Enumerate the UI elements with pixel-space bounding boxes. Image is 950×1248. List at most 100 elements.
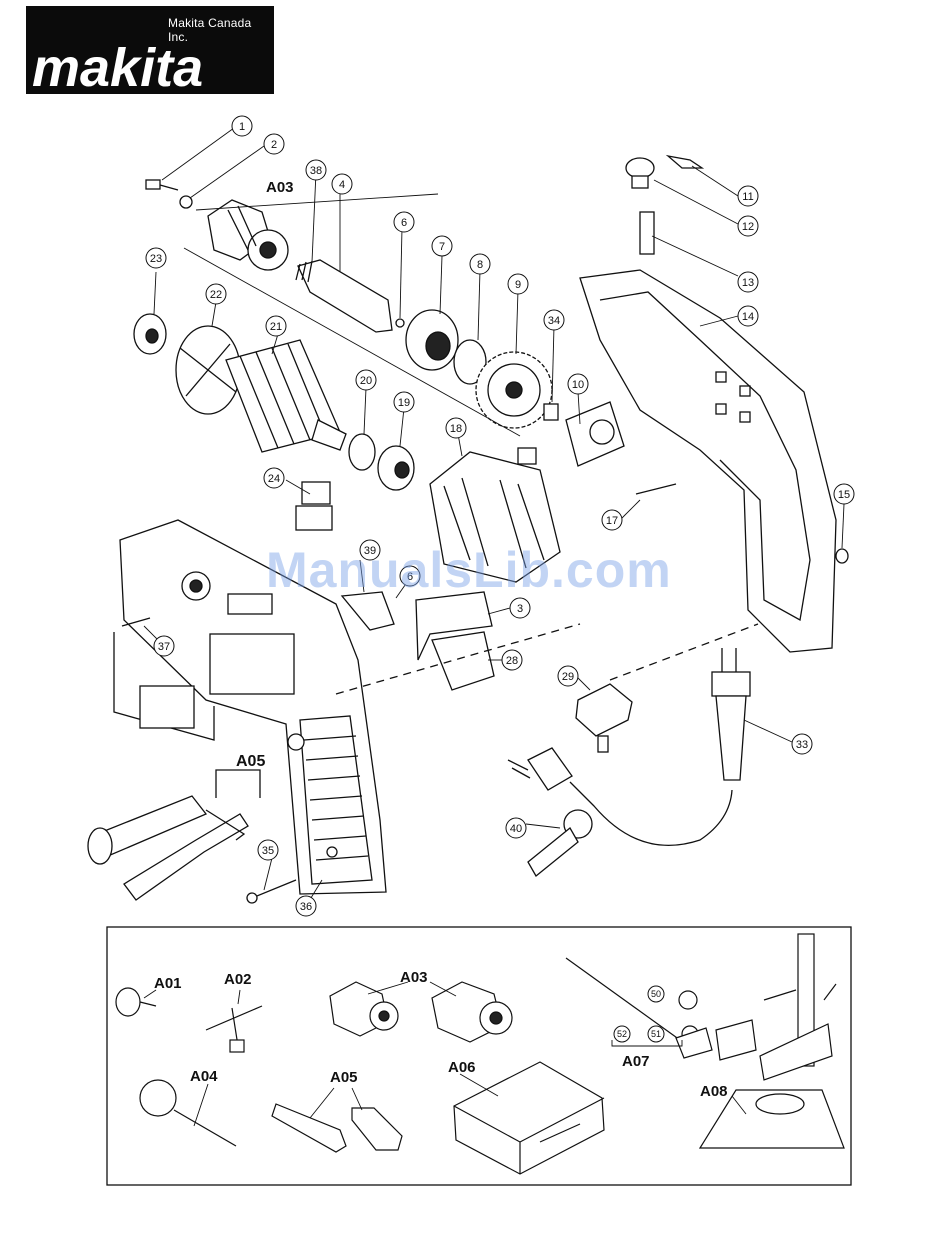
callout-number: 10 <box>572 379 584 391</box>
callout-number: 29 <box>562 671 574 683</box>
callout-number: 28 <box>506 655 518 667</box>
callout-number: 9 <box>515 279 521 291</box>
part-bearing-23 <box>134 314 166 354</box>
callout-part-14: 14 <box>738 306 758 326</box>
part-plug <box>508 748 732 845</box>
callout-number: 22 <box>210 289 222 301</box>
part-shaft-13 <box>640 212 654 254</box>
part-bearing-19 <box>378 446 414 490</box>
acc-a06-case <box>454 1062 604 1174</box>
callout-part-21: 21 <box>266 316 286 336</box>
callout-number: 19 <box>398 397 410 409</box>
callout-number: 21 <box>270 321 282 333</box>
callout-number: 36 <box>300 901 312 913</box>
part-chuck-a03 <box>208 200 288 270</box>
callout-part-17: 17 <box>602 510 622 530</box>
callout-number: 35 <box>262 845 274 857</box>
callout-part-15: 15 <box>834 484 854 504</box>
acc-a02-key <box>206 1006 262 1052</box>
callout-part-23: 23 <box>146 248 166 268</box>
label-a07: A07 <box>622 1053 650 1070</box>
callout-number: 2 <box>271 139 277 151</box>
part-nut-15 <box>836 549 848 563</box>
label-a05: A05 <box>330 1069 358 1086</box>
acc-a07-depth-gauge <box>566 958 712 1058</box>
part-bearing-7 <box>406 310 458 370</box>
callout-part-12: 12 <box>738 216 758 236</box>
acc-a03-chuck-2 <box>432 982 512 1042</box>
callout-part-19: 19 <box>394 392 414 412</box>
part-spindle-4 <box>296 260 392 332</box>
callout-number: 37 <box>158 641 170 653</box>
callout-number: 34 <box>548 315 560 327</box>
callout-part-4: 4 <box>332 174 352 194</box>
callout-part-29: 29 <box>558 666 578 686</box>
part-sleeve-34 <box>544 404 558 420</box>
callout-number: 8 <box>477 259 483 271</box>
callout-number: 40 <box>510 823 522 835</box>
callout-number: 33 <box>796 739 808 751</box>
callout-part-36: 36 <box>296 896 316 916</box>
part-armature-21 <box>226 340 346 452</box>
part-clip-11 <box>668 156 702 168</box>
part-knob-12 <box>626 158 654 188</box>
part-screw-35 <box>252 880 296 898</box>
callout-number: 3 <box>517 603 523 615</box>
callout-number: 13 <box>742 277 754 289</box>
callout-part-1: 1 <box>232 116 252 136</box>
bracket-a05 <box>216 770 260 798</box>
callout-number: 24 <box>268 473 280 485</box>
callout-part-20: 20 <box>356 370 376 390</box>
acc-a08-drill-stand <box>700 934 844 1148</box>
callout-part-7: 7 <box>432 236 452 256</box>
callout-part-22: 22 <box>206 284 226 304</box>
callout-part-9: 9 <box>508 274 528 294</box>
label-a04: A04 <box>190 1068 218 1085</box>
label-a03-top: A03 <box>266 179 294 196</box>
callout-part-38: 38 <box>306 160 326 180</box>
callout-number: 6 <box>401 217 407 229</box>
acc-a04-blower <box>140 1080 236 1146</box>
label-a05-top: A05 <box>236 753 265 770</box>
part-gear-9 <box>476 352 552 428</box>
callout-part-35: 35 <box>258 840 278 860</box>
callout-part-24: 24 <box>264 468 284 488</box>
label-a02: A02 <box>224 971 252 988</box>
callout-number: 12 <box>742 221 754 233</box>
part-screw-17 <box>636 484 676 494</box>
label-a03: A03 <box>400 969 428 986</box>
callout-number: 15 <box>838 489 850 501</box>
acc-callout-number-51: 51 <box>651 1029 661 1039</box>
callout-part-10: 10 <box>568 374 588 394</box>
callout-part-13: 13 <box>738 272 758 292</box>
acc-a01-tip <box>116 988 156 1016</box>
callout-number: 11 <box>742 191 753 203</box>
callout-number: 17 <box>606 515 618 527</box>
callout-number: 38 <box>310 165 322 177</box>
callout-part-28: 28 <box>502 650 522 670</box>
part-side-handle-a05 <box>88 796 248 900</box>
part-screw-1 <box>146 180 178 190</box>
part-ball-6 <box>396 319 404 327</box>
callout-number: 1 <box>239 121 245 133</box>
watermark: ManualsLib.com <box>266 541 672 599</box>
label-a01: A01 <box>154 975 182 992</box>
acc-callout-number-50: 50 <box>651 989 661 999</box>
callout-number: 20 <box>360 375 372 387</box>
callout-part-8: 8 <box>470 254 490 274</box>
label-a08: A08 <box>700 1083 728 1100</box>
part-cord-guard-33 <box>712 648 750 780</box>
callout-number: 23 <box>150 253 162 265</box>
callout-part-11: 11 <box>738 186 758 206</box>
callout-number: 14 <box>742 311 754 323</box>
label-a06: A06 <box>448 1059 476 1076</box>
part-switch-28 <box>432 632 494 690</box>
acc-callout-number-52: 52 <box>617 1029 627 1039</box>
acc-a05-handle <box>272 1104 402 1152</box>
part-label-plate <box>140 686 194 728</box>
callout-part-3: 3 <box>510 598 530 618</box>
callout-part-6: 6 <box>394 212 414 232</box>
callout-part-2: 2 <box>264 134 284 154</box>
acc-a03-chuck-1 <box>330 982 398 1036</box>
